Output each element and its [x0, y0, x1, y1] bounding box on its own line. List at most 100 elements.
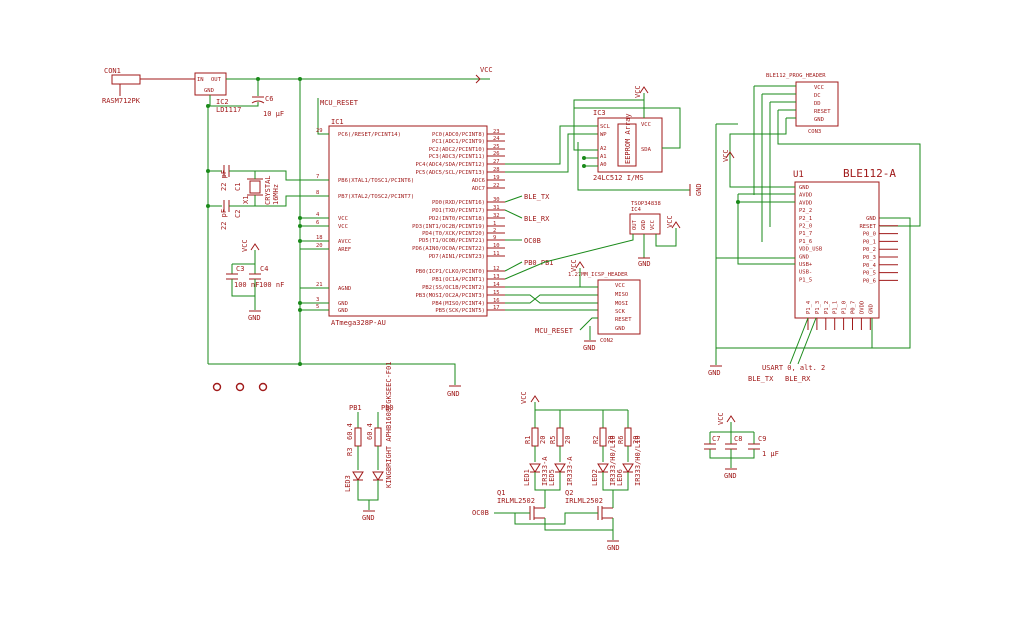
ir-gnd-label: GND — [607, 544, 620, 552]
eeprom-sda-pin: SDA — [641, 147, 652, 153]
ir-resistor — [599, 427, 607, 447]
icsp-gnd-pin: GND — [615, 326, 625, 332]
crystal-x1 — [249, 180, 261, 194]
ir-led-symbol — [622, 463, 634, 473]
ir-resistor-label: R2 — [592, 436, 600, 444]
mcu-left-pin-number: 7 — [316, 174, 319, 180]
ble-left-pin: P1_5 — [799, 277, 812, 283]
mcu-right-pin-name: PD2(INT0/PCINT18) — [429, 216, 485, 222]
mcu-left-pin-number: 3 — [316, 297, 319, 303]
c1-label: C1 — [234, 183, 242, 191]
mcu-right-pin-name: PC5(ADC5/SCL/PCINT13) — [415, 170, 485, 176]
ble-gnd-label: GND — [708, 369, 721, 377]
ble-left-pin: AVDD — [799, 200, 812, 206]
vcc-main-label: VCC — [480, 66, 493, 74]
mcu-right-pin-number: 14 — [493, 282, 500, 288]
ble-prog-title: BLE112_PROG_HEADER — [766, 73, 826, 79]
ble-bottom-pin: P1_2 — [824, 301, 830, 314]
eeprom-a1-pin: A1 — [600, 154, 607, 160]
eeprom-wp-pin: WP — [600, 132, 607, 138]
led4-symbol — [372, 471, 384, 481]
mcu-right-pin-name: PD4(T0/XCK/PCINT20) — [422, 231, 485, 237]
ble-hdr-vcc-pin: VCC — [814, 85, 824, 91]
ble112-rx-label: BLE_RX — [785, 375, 811, 383]
led3-symbol — [352, 471, 364, 481]
mcu-left-pin-name: VCC — [338, 224, 348, 230]
mounting-hole — [235, 382, 245, 392]
mcu-right-pin-number: 22 — [493, 183, 500, 189]
con1-connector — [111, 74, 141, 85]
led-gnd-label: GND — [362, 514, 375, 522]
mcu-section: IC1 ATmega328P-AU MCU_RESET 29PC6(/RESET… — [208, 98, 598, 398]
ble-left-pin: P1_7 — [799, 231, 812, 237]
mcu-right-pin-number: 25 — [493, 144, 500, 150]
c7-label: C7 — [712, 435, 720, 443]
c2-label: C2 — [234, 210, 242, 218]
mcu-right-pin-name: PD1(TXD/PCINT17) — [432, 208, 485, 214]
ble-left-pin: P1_6 — [799, 239, 812, 245]
mcu-left-pin-name: PC6(/RESET/PCINT14) — [338, 132, 401, 138]
q2-label: Q2 — [565, 489, 573, 497]
mcu-right-pin-number: 1 — [493, 221, 496, 227]
c4-value: 100 nF — [259, 281, 284, 289]
c6-label: C6 — [265, 95, 273, 103]
con3-label: CON3 — [808, 129, 821, 135]
c9-label: C9 — [758, 435, 766, 443]
q1-mosfet — [529, 506, 545, 520]
mcu-left-pin-number: 6 — [316, 220, 319, 226]
mcu-right-pin-name: PC4(ADC4/SDA/PCINT12) — [415, 162, 485, 168]
c3-value: 100 nF — [234, 281, 259, 289]
mcu-right-pin-name: ADC6 — [472, 178, 485, 184]
icsp-vcc-pin: VCC — [615, 283, 625, 289]
ble-right-pin: P0_4 — [863, 263, 877, 269]
con1-label: CON1 — [104, 67, 121, 75]
ble112-section: U1 BLE112-A GNDAVDDAVDDP2_2P2_1P2_0P1_7P… — [708, 123, 911, 383]
decoupling-section: VCC C3 C4 100 nF 100 nF GND — [226, 239, 284, 322]
mcu-right-pin-name: PB2(SS/OC1B/PCINT2) — [422, 285, 485, 291]
mcu-right-pin-number: 10 — [493, 243, 500, 249]
r3-label: R3 — [346, 448, 354, 456]
pb0-label: PB0 — [381, 404, 394, 412]
oc0b-net: OC0B — [524, 237, 541, 245]
c1-value: 22 pF — [220, 170, 228, 191]
bulk-gnd-label: GND — [724, 472, 737, 480]
ir-receiver-section: TSOP34838 IC4 OUT GND VCC GND VCC — [544, 201, 681, 268]
ir-resistor-label: R6 — [617, 436, 625, 444]
tsop-vcc-pin: VCC — [650, 220, 656, 230]
led3-label: LED3 — [344, 475, 352, 492]
mcu-left-pin-number: 4 — [316, 212, 320, 218]
eeprom-section: EEPROM Array IC3 24LC512 I/MS SCL WP A2 … — [573, 85, 703, 196]
ir-resistor — [624, 427, 632, 447]
ble-right-pin: P0_1 — [863, 239, 876, 245]
ble-right-pin: P0_0 — [863, 232, 876, 238]
ble-hdr-dc-pin: DC — [814, 93, 821, 99]
pb1-label: PB1 — [349, 404, 362, 412]
mcu-left-pin-name: AREF — [338, 247, 351, 253]
mounting-hole — [212, 382, 222, 392]
ble-hdr-dd-pin: DD — [814, 101, 821, 107]
ir-led-label: LED6 — [616, 469, 624, 486]
ir-vcc-label: VCC — [520, 391, 528, 404]
mcu-right-pin-name: PD0(RXD/PCINT16) — [432, 200, 485, 206]
ic2-gnd-pin: GND — [204, 88, 214, 94]
mcu-left-pin-number: 18 — [316, 235, 323, 241]
ld1117-label: LD1117 — [216, 106, 241, 114]
con2-label: CON2 — [600, 338, 613, 344]
icsp-mcu-reset-label: MCU_RESET — [535, 327, 574, 335]
ble-right-pin: P0_2 — [863, 247, 876, 253]
mcu-right-pin-number: 12 — [493, 266, 500, 272]
ir-resistor-value: 20 — [539, 436, 547, 444]
ir-led-symbol — [554, 463, 566, 473]
mcu-left-pin-name: PB6(XTAL1/TOSC1/PCINT6) — [338, 178, 414, 184]
c4-label: C4 — [260, 265, 268, 273]
tsop-part-label: TSOP34838 — [631, 201, 661, 207]
u1-label: U1 — [793, 170, 804, 180]
x1-label: X1 — [242, 196, 250, 204]
mcu-right-pin-number: 9 — [493, 235, 496, 241]
q2-mosfet — [597, 506, 613, 520]
ble-left-pin: P2_1 — [799, 216, 812, 222]
mcu-right-pin-name: PD3(INT1/OC2B/PCINT19) — [412, 224, 485, 230]
